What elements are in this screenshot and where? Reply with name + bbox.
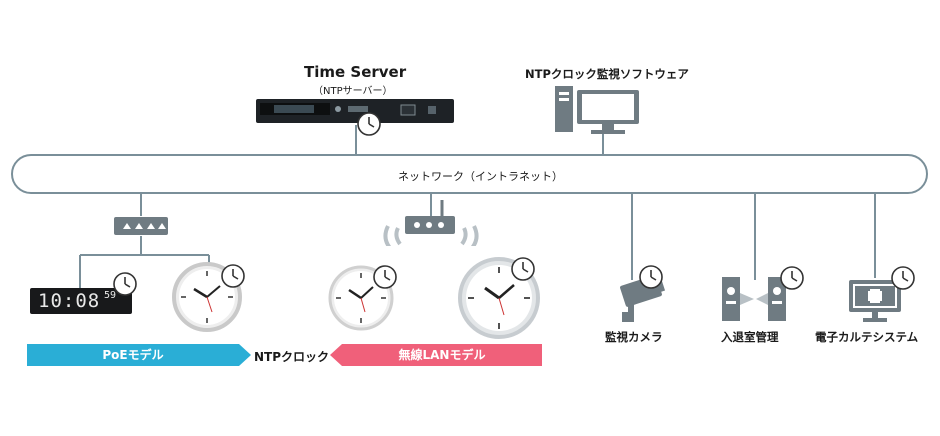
poe-hub-icon <box>114 217 168 235</box>
pc-icon <box>555 86 639 134</box>
wlan-small-sync-badge-icon <box>373 265 397 289</box>
center-category-label: NTPクロック <box>254 350 330 364</box>
network-bus <box>11 154 928 194</box>
software-label: NTPクロック監視ソフトウェア <box>525 67 689 81</box>
monitor-medical-icon <box>849 280 901 322</box>
access-label: 入退室管理 <box>721 330 779 344</box>
wlan-band-arrow <box>330 344 342 366</box>
digital-clock: 10:08 59 <box>30 288 132 314</box>
wlan-large-sync-badge-icon <box>511 257 535 281</box>
server-subtitle: （NTPサーバー） <box>313 86 393 97</box>
emr-sync-badge-icon <box>891 266 915 290</box>
gate-icon <box>722 277 786 321</box>
camera-sync-badge-icon <box>639 265 663 289</box>
poe-analog-sync-badge-icon <box>221 264 245 288</box>
wlan-band-label: 無線LANモデル <box>398 348 486 362</box>
digital-clock-sync-badge-icon <box>113 272 137 296</box>
camera-label: 監視カメラ <box>605 330 663 344</box>
poe-band-label: PoEモデル <box>102 348 164 362</box>
wlan-band: 無線LANモデル <box>342 344 542 366</box>
server-title: Time Server <box>304 63 407 81</box>
wireless-router-icon <box>383 200 479 246</box>
poe-band-arrow <box>239 344 251 366</box>
poe-band: PoEモデル <box>27 344 239 366</box>
server-sync-clock-badge-icon <box>357 112 381 136</box>
digital-clock-seconds: 59 <box>104 290 117 301</box>
network-label: ネットワーク（イントラネット） <box>398 170 563 183</box>
time-server-device <box>256 99 454 123</box>
gate-sync-badge-icon <box>780 266 804 290</box>
digital-clock-time: 10:08 <box>38 290 101 312</box>
emr-label: 電子カルテシステム <box>815 330 919 344</box>
